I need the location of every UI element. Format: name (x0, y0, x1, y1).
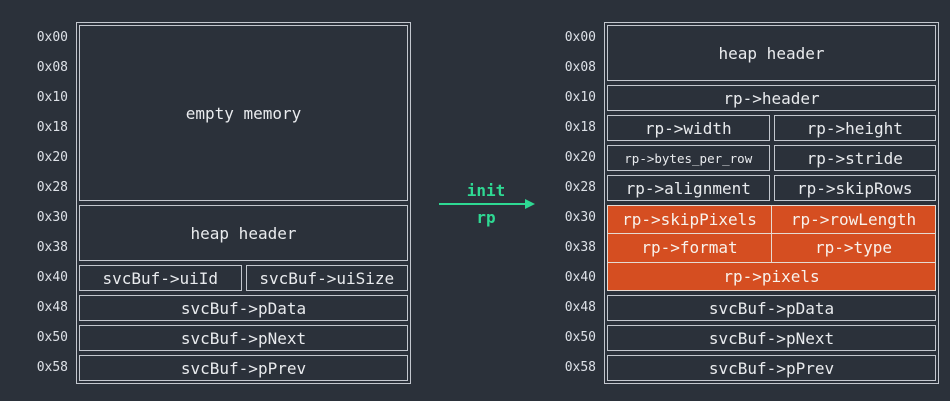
address-label: 0x20 (36, 150, 68, 165)
cell-svcbuf-pdata: svcBuf->pData (607, 295, 936, 321)
address-label: 0x10 (564, 90, 596, 105)
cell-svcbuf-uisize: svcBuf->uiSize (245, 265, 408, 291)
address-label: 0x10 (36, 90, 68, 105)
cell-svcbuf-pprev: svcBuf->pPrev (79, 355, 408, 381)
cell-rp-height: rp->height (773, 115, 936, 141)
row-format-type: rp->format rp->type (608, 233, 935, 262)
cell-heap-header: heap header (79, 205, 408, 261)
address-label: 0x40 (564, 270, 596, 285)
cell-rp-bytes-per-row: rp->bytes_per_row (607, 145, 770, 171)
cell-empty-memory: empty memory (79, 25, 408, 201)
memory-diagram-after: 0x00 0x08 0x10 0x18 0x20 0x28 0x30 0x38 … (546, 22, 939, 384)
arrow-label-init: init (466, 181, 506, 200)
address-label: 0x18 (564, 120, 596, 135)
cell-rp-width: rp->width (607, 115, 770, 141)
cell-svcbuf-pnext: svcBuf->pNext (79, 325, 408, 351)
row-bytes-stride: rp->bytes_per_row rp->stride (607, 145, 936, 171)
cell-heap-header: heap header (607, 25, 936, 81)
address-label: 0x58 (564, 360, 596, 375)
address-label: 0x48 (36, 300, 68, 315)
memory-diagram-before: 0x00 0x08 0x10 0x18 0x20 0x28 0x30 0x38 … (18, 22, 411, 384)
memory-box-before: empty memory heap header svcBuf->uiId sv… (76, 22, 411, 384)
memory-box-after: heap header rp->header rp->width rp->hei… (604, 22, 939, 384)
address-label: 0x38 (36, 240, 68, 255)
cell-rp-header: rp->header (607, 85, 936, 111)
highlighted-pixel-state-group: rp->skipPixels rp->rowLength rp->format … (607, 205, 936, 291)
cell-svcbuf-pdata: svcBuf->pData (79, 295, 408, 321)
address-label: 0x20 (564, 150, 596, 165)
cell-rp-format: rp->format (641, 238, 738, 258)
address-label: 0x00 (564, 30, 596, 45)
row-pixels: rp->pixels (608, 261, 935, 290)
row-skippixels-rowlength: rp->skipPixels rp->rowLength (608, 206, 935, 234)
address-label: 0x00 (36, 30, 68, 45)
address-gutter-left: 0x00 0x08 0x10 0x18 0x20 0x28 0x30 0x38 … (18, 22, 68, 384)
address-label: 0x50 (36, 330, 68, 345)
address-label: 0x40 (36, 270, 68, 285)
address-label: 0x30 (564, 210, 596, 225)
row-alignment-skiprows: rp->alignment rp->skipRows (607, 175, 936, 201)
address-label: 0x58 (36, 360, 68, 375)
cell-rp-pixels: rp->pixels (723, 266, 820, 286)
address-label: 0x48 (564, 300, 596, 315)
cell-rp-skippixels: rp->skipPixels (622, 210, 757, 230)
cell-svcbuf-pprev: svcBuf->pPrev (607, 355, 936, 381)
address-label: 0x08 (564, 60, 596, 75)
address-label: 0x28 (564, 180, 596, 195)
cell-rp-rowlength: rp->rowLength (771, 206, 935, 234)
right-arrow-icon (439, 199, 535, 209)
cell-rp-type: rp->type (771, 234, 935, 262)
address-label: 0x30 (36, 210, 68, 225)
cell-rp-skiprows: rp->skipRows (773, 175, 936, 201)
address-label: 0x28 (36, 180, 68, 195)
cell-rp-stride: rp->stride (773, 145, 936, 171)
cell-rp-alignment: rp->alignment (607, 175, 770, 201)
arrow-label-rp: rp (476, 208, 496, 227)
cell-svcbuf-uiid: svcBuf->uiId (79, 265, 242, 291)
row-svcbuf-id-size: svcBuf->uiId svcBuf->uiSize (79, 265, 408, 291)
address-label: 0x50 (564, 330, 596, 345)
init-rp-transition: init rp (436, 181, 536, 227)
row-width-height: rp->width rp->height (607, 115, 936, 141)
cell-svcbuf-pnext: svcBuf->pNext (607, 325, 936, 351)
address-label: 0x08 (36, 60, 68, 75)
address-label: 0x38 (564, 240, 596, 255)
address-gutter-right: 0x00 0x08 0x10 0x18 0x20 0x28 0x30 0x38 … (546, 22, 596, 384)
address-label: 0x18 (36, 120, 68, 135)
